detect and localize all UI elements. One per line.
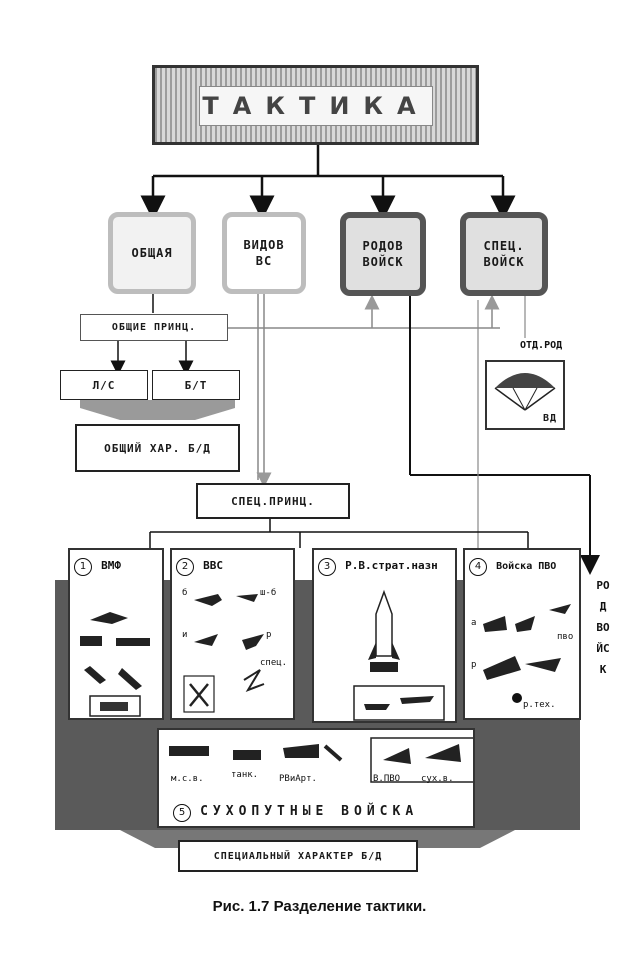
branch-number: 4	[469, 557, 487, 576]
ground-forces-panel: м.с.в. танк. РВиАрт. В.ПВО сух.в. 5 СУХО…	[157, 728, 475, 828]
branch-air-force-header: 2 ВВС	[172, 550, 293, 578]
airborne-badge: ВД	[542, 413, 557, 424]
recon-label: р	[266, 630, 272, 640]
ground-forces-unit-label: сух.в.	[421, 774, 454, 784]
motor-rifle-label: м.с.в.	[171, 774, 204, 784]
aircraft-icons	[183, 594, 265, 713]
category-arms: РОДОВ ВОЙСК	[340, 212, 426, 296]
branch-name: ВВС	[203, 559, 223, 572]
artillery-label: РВиАрт.	[279, 774, 317, 784]
army-air-defense-label: В.ПВО	[373, 774, 401, 784]
category-arms-label: РОДОВ ВОЙСК	[362, 239, 404, 269]
missile-icons	[353, 589, 445, 721]
general-character-box: ОБЩИЙ ХАР. Б/Д	[75, 424, 240, 472]
branch-strategic-missile-header: 3 Р.В.страт.назн	[314, 550, 455, 578]
branch-number: 3	[318, 557, 336, 576]
branch-air-defense-panel: 4 Войска ПВО а пво р р.тех.	[463, 548, 581, 720]
category-general: ОБЩАЯ	[108, 212, 196, 294]
branch-number: 1	[74, 557, 92, 576]
air-defense-a-label: а	[471, 618, 477, 628]
air-defense-pvo-label: пво	[557, 632, 574, 642]
category-service-branches: ВИДОВ ВС	[222, 212, 306, 294]
figure-caption: Рис. 1.7 Разделение тактики.	[212, 898, 427, 915]
parachute-icon	[494, 373, 556, 411]
navy-icons	[80, 611, 150, 717]
category-special-troops-label: СПЕЦ. ВОЙСК	[483, 239, 525, 269]
branch-name: Р.В.страт.назн	[345, 559, 438, 572]
branch-navy-header: 1 ВМФ	[70, 550, 162, 578]
airborne-panel: ВД	[485, 360, 565, 430]
general-principles-box: ОБЩИЕ ПРИНЦ.	[80, 314, 228, 341]
ground-forces-name: СУХОПУТНЫЕ ВОЙСКА	[200, 804, 419, 819]
tank-label: танк.	[231, 770, 259, 780]
radio-tech-label: р.тех.	[523, 700, 556, 710]
diagram-title: ТАКТИКА	[199, 86, 433, 126]
ground-units-icons	[169, 737, 473, 783]
category-special-troops: СПЕЦ. ВОЙСК	[460, 212, 548, 296]
combat-equipment-box: Б/Т	[152, 370, 240, 400]
branch-name: ВМФ	[101, 559, 121, 572]
fighter-label: и	[182, 630, 188, 640]
branch-air-defense-header: 4 Войска ПВО	[465, 550, 579, 578]
special-principles-box: СПЕЦ.ПРИНЦ.	[196, 483, 350, 519]
title-banner: ТАКТИКА	[152, 65, 479, 145]
branch-strategic-missile-panel: 3 Р.В.страт.назн	[312, 548, 457, 723]
separate-branch-label: ОТД.РОД	[520, 340, 563, 351]
special-character-box: СПЕЦИАЛЬНЫЙ ХАРАКТЕР Б/Д	[178, 840, 418, 872]
air-defense-r-label: р	[471, 660, 477, 670]
attack-bomber-label: ш-б	[260, 588, 277, 598]
category-service-branches-label: ВИДОВ ВС	[243, 238, 285, 268]
bomber-label: б	[182, 588, 188, 598]
arms-side-label: РОД ВОЙСК	[596, 579, 610, 676]
branch-air-force-panel: 2 ВВС б ш-б и р спец.	[170, 548, 295, 720]
personnel-box: Л/С	[60, 370, 148, 400]
air-defense-icons	[483, 604, 571, 703]
ground-forces-title: 5 СУХОПУТНЫЕ ВОЙСКА	[173, 800, 418, 822]
branch-number: 5	[173, 803, 191, 822]
branch-number: 2	[176, 557, 194, 576]
branch-name: Войска ПВО	[496, 561, 557, 572]
special-aviation-label: спец.	[260, 658, 288, 668]
branch-navy-panel: 1 ВМФ	[68, 548, 164, 720]
